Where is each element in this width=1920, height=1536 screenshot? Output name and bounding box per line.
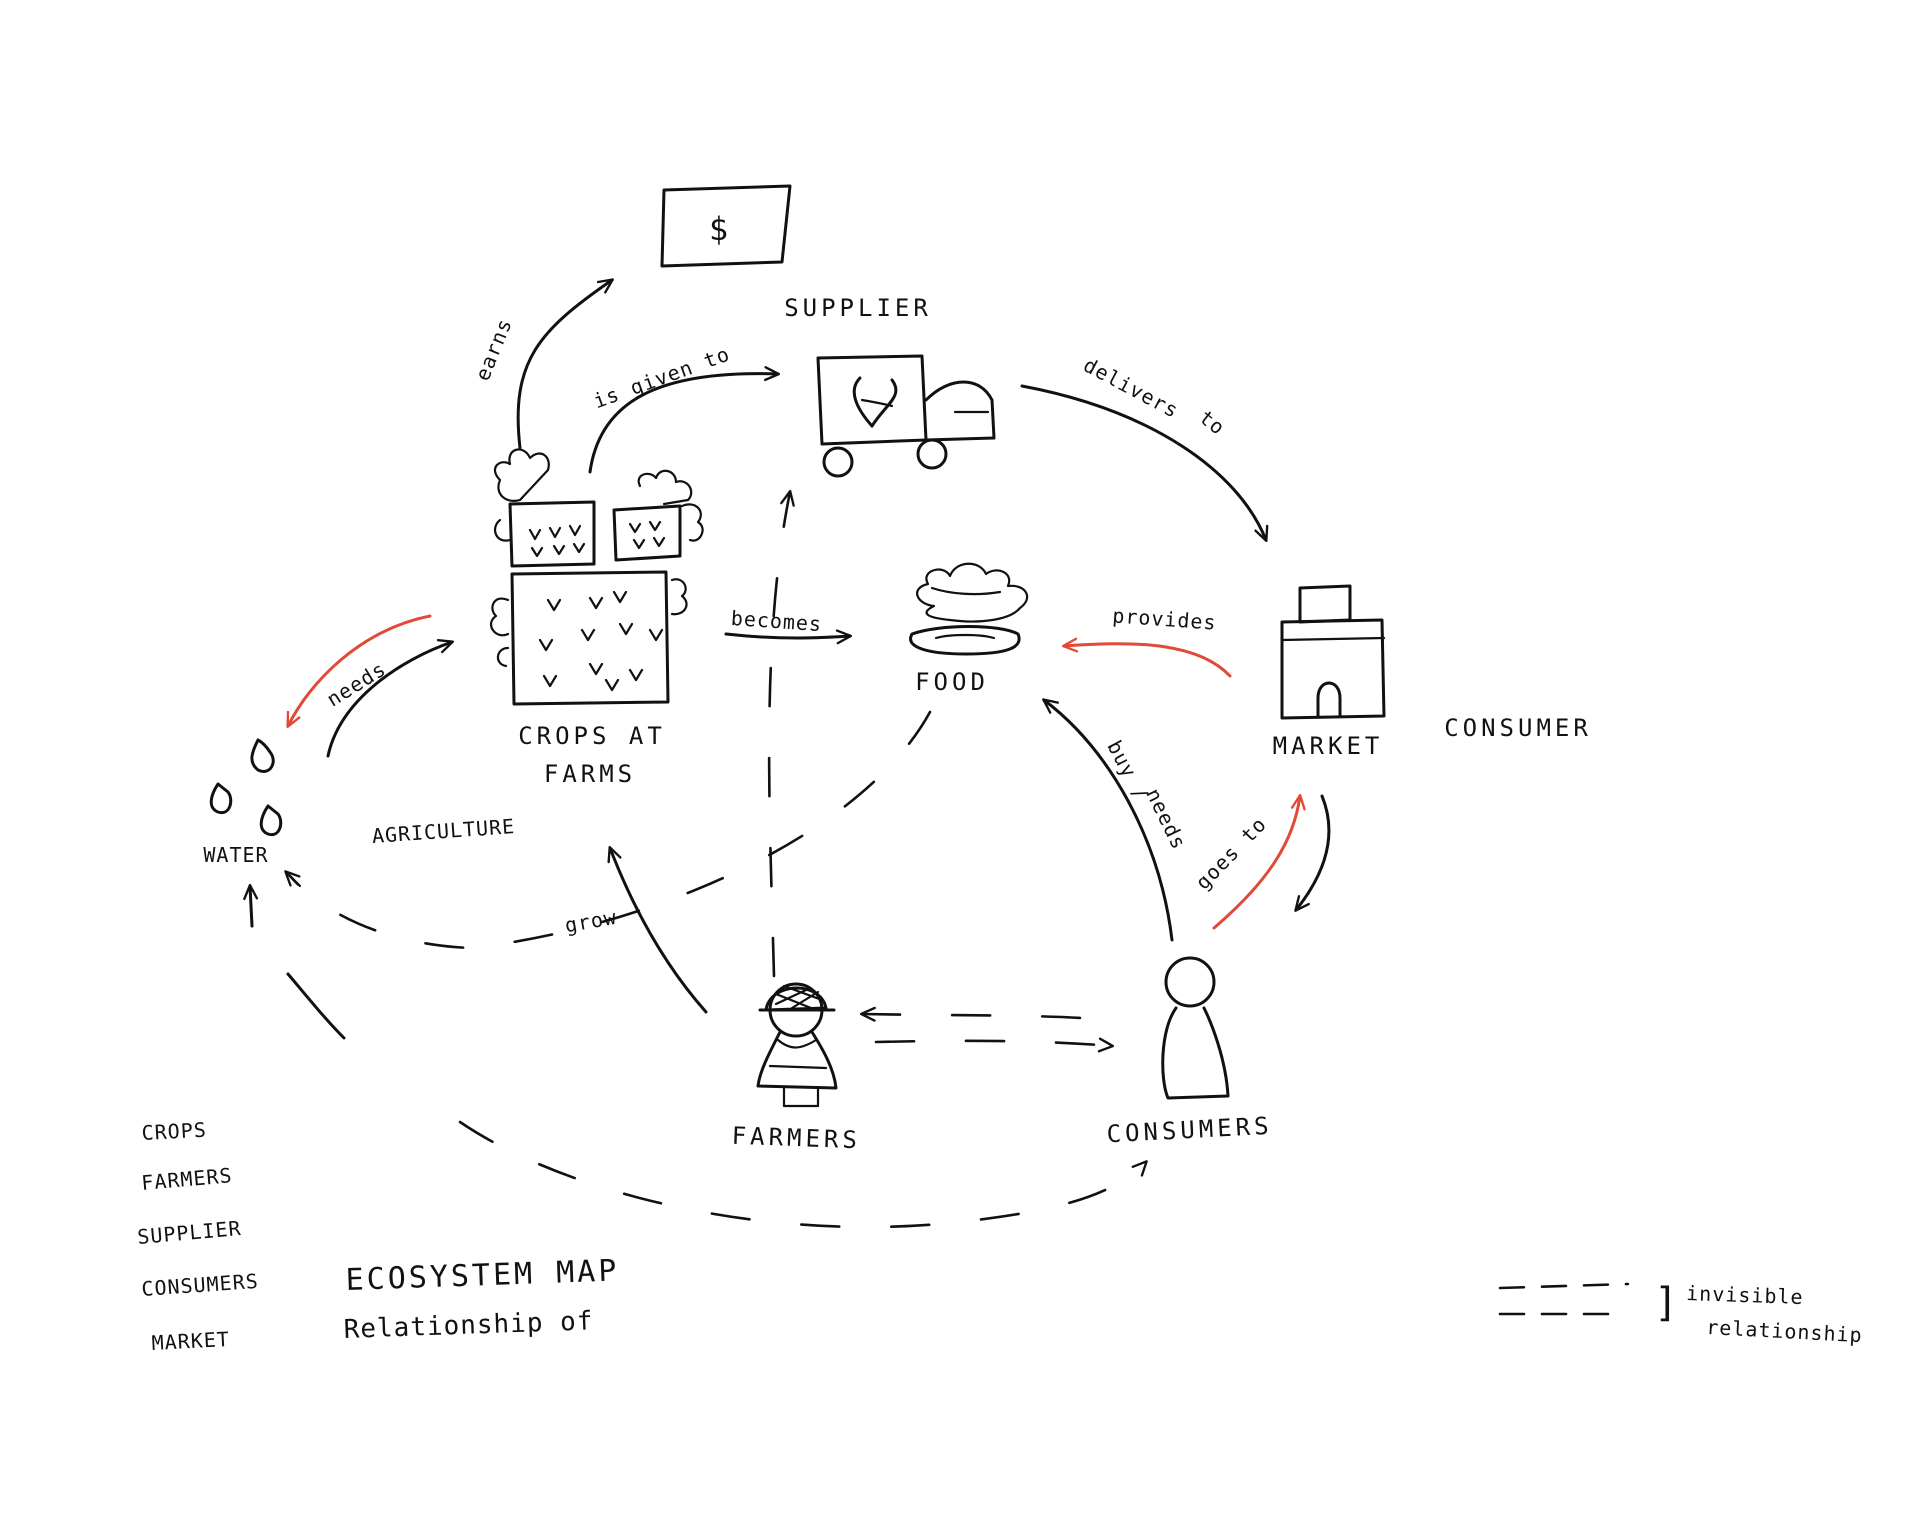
- crops-label-line2: FARMS: [544, 760, 636, 788]
- title-line2: Relationship of: [343, 1306, 594, 1345]
- edge-buy-needs: [1042, 698, 1174, 942]
- crops-at-farms-node: CROPS AT FARMS: [490, 448, 704, 788]
- supplier-label: SUPPLIER: [784, 294, 932, 322]
- edge-provides: [1061, 637, 1232, 678]
- supplier-node: SUPPLIER: [784, 294, 996, 478]
- food-label: FOOD: [915, 668, 989, 696]
- dollar-sign: $: [709, 210, 731, 248]
- legend-label-invisible: invisible: [1686, 1281, 1804, 1309]
- edge-market-to-consumers: [1294, 794, 1331, 912]
- legend: ] invisible relationship: [1498, 1280, 1864, 1347]
- legend-bracket: ]: [1654, 1280, 1678, 1326]
- edge-label-delivers: delivers: [1080, 353, 1183, 423]
- edge-earns: [516, 278, 614, 450]
- dashed-farmers-to-supplier: [767, 489, 795, 978]
- farmer-figure-icon: [756, 982, 838, 1108]
- legend-dash-sample-1: [1498, 1282, 1630, 1290]
- solid-edges: earns is given to delivers to becomes ne…: [243, 278, 1331, 1040]
- consumer-figure-icon: [1161, 956, 1230, 1100]
- list-item-crops: CROPS: [141, 1118, 207, 1145]
- market-label: MARKET: [1273, 732, 1384, 760]
- delivery-truck-icon: [816, 354, 996, 478]
- edge-up-to-water: [243, 883, 259, 928]
- dashed-food-to-water-head: [284, 870, 302, 888]
- farmers-node: FARMERS: [731, 982, 861, 1154]
- dashed-farmers-to-consumers: [874, 1037, 1115, 1053]
- consumers-node: CONSUMERS: [1106, 956, 1273, 1149]
- edge-label-earns: earns: [470, 315, 517, 384]
- market-node: MARKET CONSUMER: [1273, 584, 1592, 760]
- edge-water-to-crops: [326, 639, 455, 758]
- food-bowl-icon: [909, 562, 1029, 656]
- edge-delivers-to: [1020, 384, 1269, 543]
- title-line1: ECOSYSTEM MAP: [345, 1253, 620, 1298]
- consumers-label: CONSUMERS: [1106, 1112, 1273, 1149]
- edge-grow: [607, 845, 708, 1014]
- map-title: ECOSYSTEM MAP Relationship of: [343, 1253, 620, 1345]
- dashed-bottom-loop: [458, 1120, 1148, 1229]
- water-label: WATER: [203, 843, 268, 867]
- edge-crops-need-water: [286, 614, 432, 728]
- list-item-farmers: FARMERS: [140, 1163, 233, 1195]
- list-item-market: MARKET: [151, 1327, 230, 1355]
- water-node: WATER: [203, 738, 283, 867]
- stakeholder-list: CROPS FARMERS SUPPLIER CONSUMERS MARKET: [136, 1118, 259, 1355]
- dashed-food-to-water: [288, 710, 932, 950]
- edge-label-becomes: becomes: [730, 606, 823, 636]
- crops-label-line1: CROPS AT: [518, 722, 666, 750]
- consumer-side-label: CONSUMER: [1444, 714, 1592, 742]
- edge-label-delivers-to: to: [1195, 405, 1230, 440]
- market-building-icon: [1280, 584, 1386, 720]
- edge-label-provides: provides: [1112, 603, 1218, 634]
- food-node: FOOD: [909, 562, 1029, 696]
- legend-label-relationship: relationship: [1706, 1315, 1864, 1347]
- edge-label-grow: grow: [563, 905, 619, 938]
- edge-bottom-left-stroke: [286, 972, 346, 1040]
- banknote-icon: [660, 184, 792, 268]
- dashed-consumers-to-farmers: [859, 1006, 1112, 1022]
- farmers-label: FARMERS: [731, 1122, 861, 1154]
- list-item-supplier: SUPPLIER: [136, 1216, 242, 1249]
- edge-becomes: [724, 629, 853, 645]
- farm-fields-icon: [490, 448, 704, 706]
- edge-is-given-to: [588, 366, 781, 474]
- water-drops-icon: [209, 738, 283, 837]
- invisible-edges: [284, 489, 1148, 1229]
- list-item-consumers: CONSUMERS: [141, 1269, 260, 1301]
- edge-goes-to: [1212, 793, 1306, 930]
- money-node: $: [660, 184, 792, 268]
- agriculture-label: AGRICULTURE: [371, 814, 516, 848]
- highlighted-edges: provides goes to: [286, 603, 1306, 930]
